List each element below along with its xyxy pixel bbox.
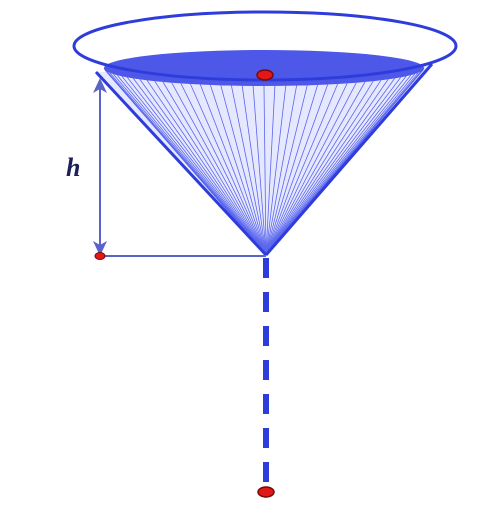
water-line [146, 80, 267, 256]
water-line [139, 79, 267, 256]
bottom-point [257, 486, 275, 498]
water-line [199, 84, 267, 256]
water-line [190, 83, 267, 256]
water-line [265, 85, 308, 256]
water-line [265, 83, 338, 256]
cone-right-edge [264, 63, 434, 256]
water-line [265, 83, 348, 256]
cone-left-edge [94, 70, 268, 257]
water-line [265, 85, 287, 256]
water-line [126, 77, 267, 256]
water-line [162, 81, 267, 256]
water-line [252, 85, 267, 256]
water-line [132, 78, 267, 256]
water-line [265, 79, 389, 256]
water-line [265, 77, 402, 256]
water-line [265, 84, 318, 256]
height-arrow-top-head [93, 78, 107, 93]
water-line [265, 85, 297, 256]
water-line [220, 85, 267, 256]
water-line [265, 81, 366, 256]
water-line [121, 76, 267, 256]
height-base-point [94, 252, 106, 260]
water-line [231, 85, 267, 256]
water-line [241, 85, 267, 256]
water-line [265, 85, 276, 256]
water-line [265, 80, 374, 256]
water-line [265, 78, 396, 256]
height-label: h [66, 153, 80, 182]
water-line [265, 82, 357, 256]
water-line [210, 84, 267, 256]
water-line [263, 85, 267, 256]
center-point [256, 69, 274, 81]
water-line [265, 80, 382, 256]
water-line [171, 82, 267, 256]
water-line [265, 76, 407, 256]
water-line [180, 83, 267, 256]
water-line [265, 84, 329, 256]
water-line [154, 80, 267, 256]
height-arrow-bottom-head [93, 241, 107, 256]
